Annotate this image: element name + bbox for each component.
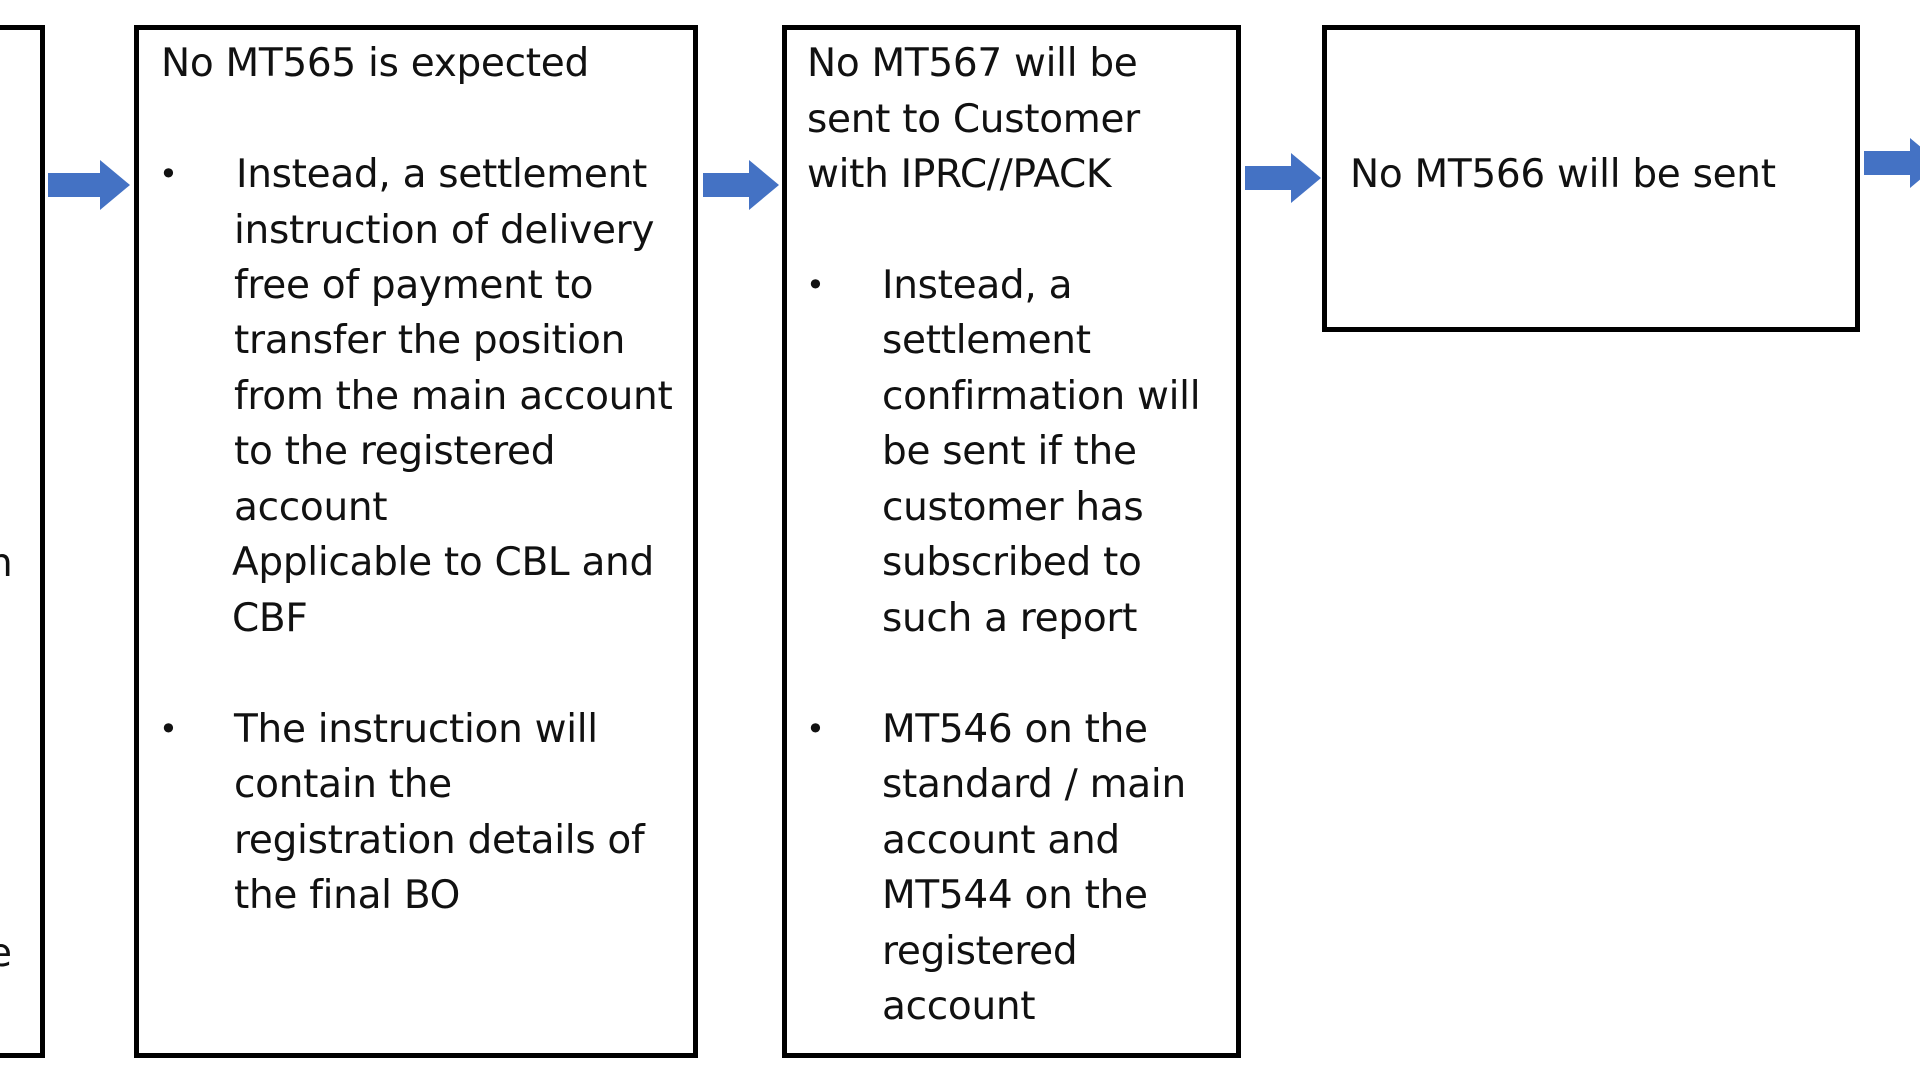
left-box-clipped-char-2: e (0, 926, 12, 982)
mt567-box-title-line: sent to Customer (807, 97, 1140, 142)
mt565-bullet2-line: The instruction will (234, 707, 598, 752)
mt567-bullet2-line: account and (882, 818, 1120, 863)
left-partial-box (0, 25, 45, 1058)
mt565-bullet1-line: from the main account (234, 374, 673, 419)
bullet-dot: • (159, 710, 178, 748)
left-box-clipped-char-1: n (0, 541, 13, 586)
mt567-bullet1-line: settlement (882, 318, 1091, 363)
mt567-bullet1-line: be sent if the (882, 429, 1137, 474)
right-arrow-icon (703, 160, 779, 210)
mt565-bullet2-line: registration details of (234, 818, 645, 863)
bullet-dot: • (806, 710, 825, 748)
mt567-bullet2-line: MT546 on the (882, 707, 1148, 752)
mt565-bullet1-line: Instead, a settlement (236, 152, 647, 197)
mt567-bullet2-line: account (882, 984, 1036, 1029)
mt566-box-title: No MT566 will be sent (1350, 152, 1776, 197)
mt567-bullet1-line: customer has (882, 485, 1144, 530)
mt565-bullet1-line: transfer the position (234, 318, 625, 363)
mt567-box-title-line: No MT567 will be (807, 41, 1138, 86)
mt567-bullet1-line: confirmation will (882, 374, 1201, 419)
right-arrow-icon (48, 160, 130, 210)
mt565-bullet2-line: contain the (234, 762, 452, 807)
mt565-bullet1-line: instruction of delivery (234, 208, 655, 253)
mt565-bullet1-line: CBF (232, 596, 308, 641)
mt567-bullet1-line: such a report (882, 596, 1138, 641)
right-arrow-icon (1864, 138, 1920, 188)
mt566-box (1322, 25, 1860, 332)
mt565-bullet1-line: Applicable to CBL and (232, 540, 654, 585)
bullet-dot: • (159, 155, 178, 193)
mt567-bullet2-line: registered (882, 929, 1078, 974)
mt565-bullet1-line: account (234, 485, 388, 530)
right-arrow-icon (1245, 153, 1321, 203)
mt565-bullet1-line: free of payment to (234, 263, 594, 308)
bullet-dot: • (806, 266, 825, 304)
mt565-box (134, 25, 698, 1058)
mt567-bullet2-line: MT544 on the (882, 873, 1148, 918)
mt565-box-title: No MT565 is expected (161, 41, 589, 86)
mt567-bullet2-line: standard / main (882, 762, 1186, 807)
mt567-bullet1-line: subscribed to (882, 540, 1142, 585)
mt565-bullet1-line: to the registered (234, 429, 556, 474)
mt565-bullet2-line: the final BO (234, 873, 460, 918)
mt567-box-title-line: with IPRC//PACK (807, 152, 1112, 197)
mt567-box (782, 25, 1241, 1058)
mt567-bullet1-line: Instead, a (882, 263, 1073, 308)
